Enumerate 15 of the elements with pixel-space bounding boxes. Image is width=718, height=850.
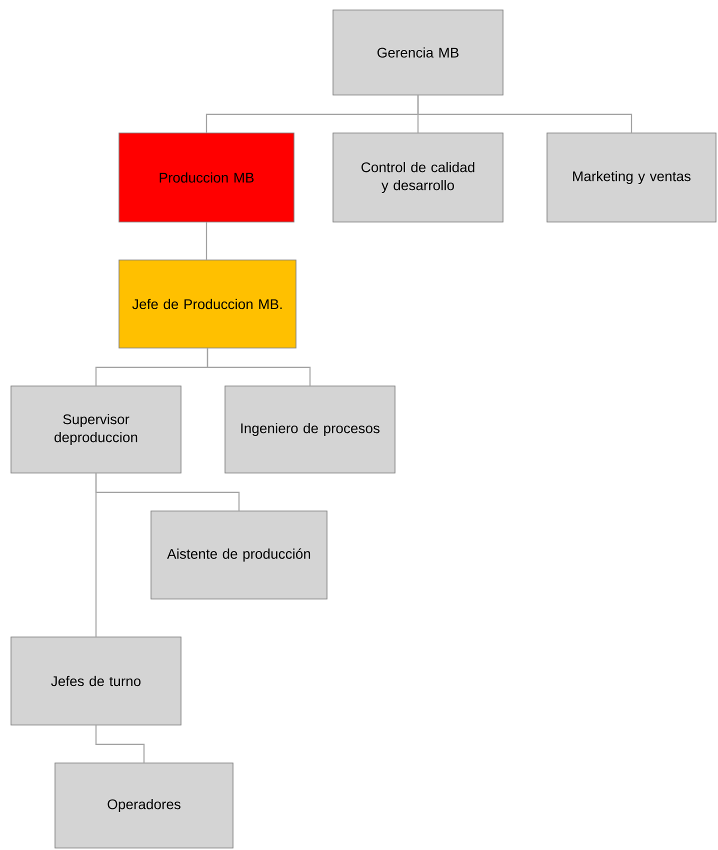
org-box: Produccion MB [118,132,294,222]
org-box: Supervisor deproduccion [10,386,182,474]
connector-line [95,473,97,637]
org-box: Marketing y ventas [546,132,716,222]
org-box: Aistente de producción [150,510,328,600]
org-box: Jefe de Produccion MB. [118,260,296,348]
org-box: Jefes de turno [10,636,182,726]
org-box: Operadores [54,762,234,848]
connector-line [417,95,632,133]
connector-line [206,222,208,260]
connector-line [95,725,145,763]
org-box: Control de calidad y desarrollo [332,132,504,222]
org-box: Gerencia MB [332,10,504,96]
connector-line [206,348,311,386]
org-box: Ingeniero de procesos [224,386,396,474]
